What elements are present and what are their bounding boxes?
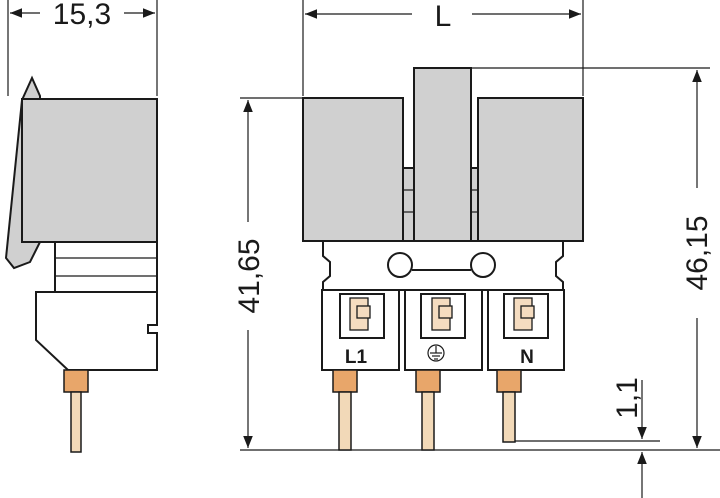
side-pin — [70, 391, 82, 453]
pin-collar — [496, 369, 522, 393]
side-housing — [21, 98, 158, 243]
clamp-slot-icon — [520, 305, 535, 319]
clamp-slot-icon — [356, 305, 371, 319]
housing-center-lever — [413, 67, 472, 242]
height-total-label: 46,15 — [681, 215, 714, 290]
mounting-hole-left — [387, 252, 413, 278]
pin-offset-label: 1,1 — [611, 377, 644, 419]
depth-dimension-label: 15,3 — [53, 0, 111, 31]
housing-gap-right — [470, 167, 479, 242]
pin — [421, 391, 435, 451]
clamp-slot-icon — [438, 305, 453, 319]
pin-collar — [415, 369, 441, 393]
height-body-label: 41,65 — [233, 238, 266, 313]
terminal-label: L1 — [345, 347, 368, 368]
pin-collar — [332, 369, 358, 393]
terminal-3: N — [487, 289, 565, 443]
side-foot — [35, 291, 158, 371]
housing-right — [477, 97, 584, 242]
mounting-hole-right — [470, 252, 496, 278]
side-view: 15,3 — [4, 0, 158, 453]
side-neck — [54, 241, 158, 293]
front-view: L 41,65 46,15 1,1 — [233, 0, 720, 498]
terminal-1: L1 — [321, 289, 400, 451]
ground-symbol-icon — [427, 344, 445, 362]
housing-base — [322, 240, 564, 291]
housing-left — [302, 97, 404, 242]
side-pin-collar — [63, 369, 89, 393]
terminal-label: N — [520, 347, 534, 368]
pin — [502, 391, 516, 443]
pin — [338, 391, 352, 451]
terminal-2 — [404, 289, 483, 451]
housing-gap-left — [402, 167, 415, 242]
L-dimension-label: L — [435, 0, 452, 33]
